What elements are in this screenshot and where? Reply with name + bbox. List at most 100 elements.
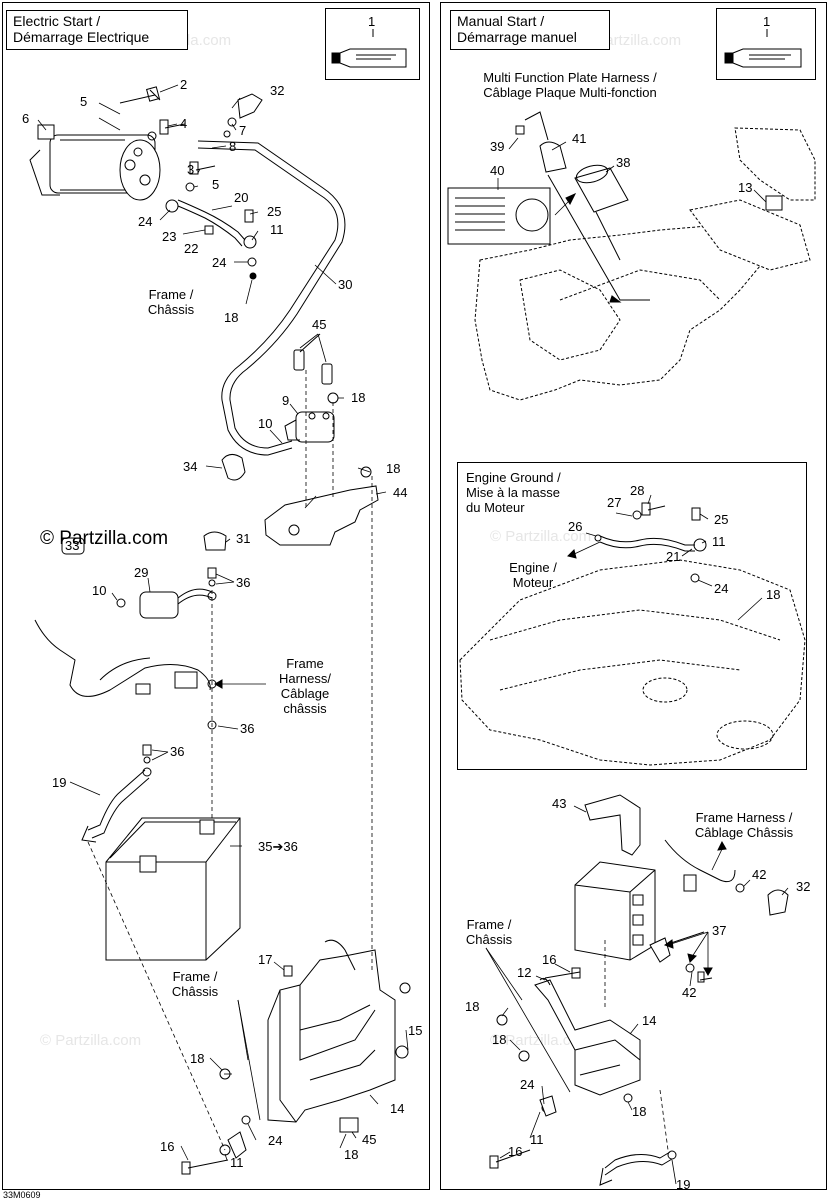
drawing-code: 33M0609 (3, 1190, 41, 1200)
callout-42: 42 (752, 867, 767, 882)
kit-number: 1 (763, 14, 771, 29)
callout-24c: 24 (268, 1133, 283, 1148)
callout-24: 24 (714, 581, 729, 596)
callout-40: 40 (490, 163, 505, 178)
engine-ground-label-line2: Mise à la masse (466, 485, 560, 500)
callout-11b: 11 (230, 1155, 244, 1170)
kit-number: 1 (368, 14, 376, 29)
callout-25: 25 (267, 204, 282, 219)
callout-13: 13 (738, 180, 753, 195)
callout-14: 14 (642, 1013, 657, 1028)
callout-16b: 16 (508, 1144, 523, 1159)
callout-43: 43 (552, 796, 567, 811)
callout-35-36: 35➔36 (258, 839, 298, 854)
callout-16: 16 (160, 1139, 175, 1154)
callout-36b: 36 (240, 721, 255, 736)
callout-44: 44 (393, 485, 408, 500)
callout-2: 2 (180, 77, 188, 92)
callout-18c: 18 (386, 461, 401, 476)
frame-chassis-label-2-line1: Frame / (172, 969, 218, 984)
callout-18: 18 (224, 310, 239, 325)
callout-11: 11 (712, 534, 726, 549)
callout-4: 4 (180, 116, 188, 131)
multi-function-harness-label-line1: Multi Function Plate Harness / (483, 70, 657, 85)
engine-moteur-label-line1: Engine / (509, 560, 557, 575)
callout-29: 29 (134, 565, 149, 580)
callout-26: 26 (568, 519, 583, 534)
engine-ground-label-line1: Engine Ground / (466, 470, 561, 485)
callout-39: 39 (490, 139, 505, 154)
callout-12: 12 (517, 965, 532, 980)
callout-25: 25 (714, 512, 729, 527)
frame-chassis-label-2-line2: Châssis (171, 984, 219, 999)
callout-24b: 24 (520, 1077, 535, 1092)
callout-24b: 24 (212, 255, 227, 270)
watermark-faint-3: © Partzilla.com (490, 528, 592, 545)
frame-chassis-label-1-line2: Châssis (147, 302, 195, 317)
callout-18b: 18 (351, 390, 366, 405)
callout-22: 22 (184, 241, 199, 256)
callout-18c: 18 (492, 1032, 507, 1047)
callout-31: 31 (236, 531, 251, 546)
callout-11: 11 (270, 222, 284, 237)
callout-16: 16 (542, 952, 557, 967)
callout-10b: 10 (92, 583, 107, 598)
starter-motor (29, 124, 161, 201)
frame-harness-label-right-line2: Câblage Châssis (694, 825, 794, 840)
frame-chassis-label-right: Frame / Châssis (454, 917, 524, 947)
callout-15: 15 (408, 1023, 423, 1038)
callout-8: 8 (229, 139, 237, 154)
manual-start-title: Manual Start / Démarrage manuel (450, 10, 610, 50)
callout-18e: 18 (344, 1147, 359, 1162)
callout-5: 5 (80, 94, 88, 109)
callout-9: 9 (282, 393, 290, 408)
frame-chassis-label-2: Frame / Châssis (160, 969, 230, 999)
lubricant-tube-icon (724, 29, 802, 68)
frame-harness-label-line3: Câblage (280, 686, 330, 701)
callout-18d: 18 (190, 1051, 205, 1066)
watermark-faint-4: © Partzilla.com (40, 1032, 142, 1049)
multi-function-harness-label-line2: Câblage Plaque Multi-fonction (483, 85, 657, 100)
electric-start-title-line1: Electric Start / (13, 13, 101, 29)
callout-10: 10 (258, 416, 273, 431)
callout-11b: 11 (530, 1132, 544, 1147)
callout-32: 32 (270, 83, 285, 98)
frame-chassis-label-1: Frame / Châssis (136, 287, 206, 317)
callout-30: 30 (338, 277, 353, 292)
callout-24: 24 (138, 214, 153, 229)
callout-21: 21 (666, 549, 681, 564)
callout-28: 28 (630, 483, 645, 498)
engine-moteur-label: Engine / Moteur (498, 560, 568, 590)
frame-chassis-label-right-line2: Châssis (465, 932, 513, 947)
callout-23: 23 (162, 229, 177, 244)
frame-harness-label: Frame Harness/ Câblage châssis (266, 656, 344, 716)
callout-34: 34 (183, 459, 198, 474)
electric-start-title: Electric Start / Démarrage Electrique (6, 10, 188, 50)
callout-37: 37 (712, 923, 727, 938)
frame-harness-label-line4: châssis (283, 701, 327, 716)
lubricant-tube-icon (331, 29, 407, 68)
callout-27: 27 (607, 495, 622, 510)
callout-32: 32 (796, 879, 811, 894)
callout-38: 38 (616, 155, 631, 170)
callout-36: 36 (236, 575, 251, 590)
frame-chassis-label-1-line1: Frame / (148, 287, 194, 302)
callout-20: 20 (234, 190, 249, 205)
frame-harness-label-right: Frame Harness / Câblage Châssis (684, 810, 804, 840)
callout-19: 19 (676, 1177, 691, 1192)
frame-harness-label-line1: Frame (286, 656, 324, 671)
callout-18d: 18 (632, 1104, 647, 1119)
frame-harness-label-right-line1: Frame Harness / (695, 810, 793, 825)
callout-6: 6 (22, 111, 30, 126)
manual-start-title-line1: Manual Start / (457, 13, 545, 29)
frame-harness-label-line2: Harness/ (278, 671, 332, 686)
manual-start-kit-box: 1 (716, 8, 816, 80)
callout-7: 7 (239, 123, 247, 138)
callout-17: 17 (258, 952, 273, 967)
partzilla-watermark: © Partzilla.com (40, 528, 169, 549)
callout-18b: 18 (465, 999, 480, 1014)
frame-chassis-label-right-line1: Frame / (466, 917, 512, 932)
callout-33: 33 (65, 538, 80, 553)
callout-19: 19 (52, 775, 67, 790)
